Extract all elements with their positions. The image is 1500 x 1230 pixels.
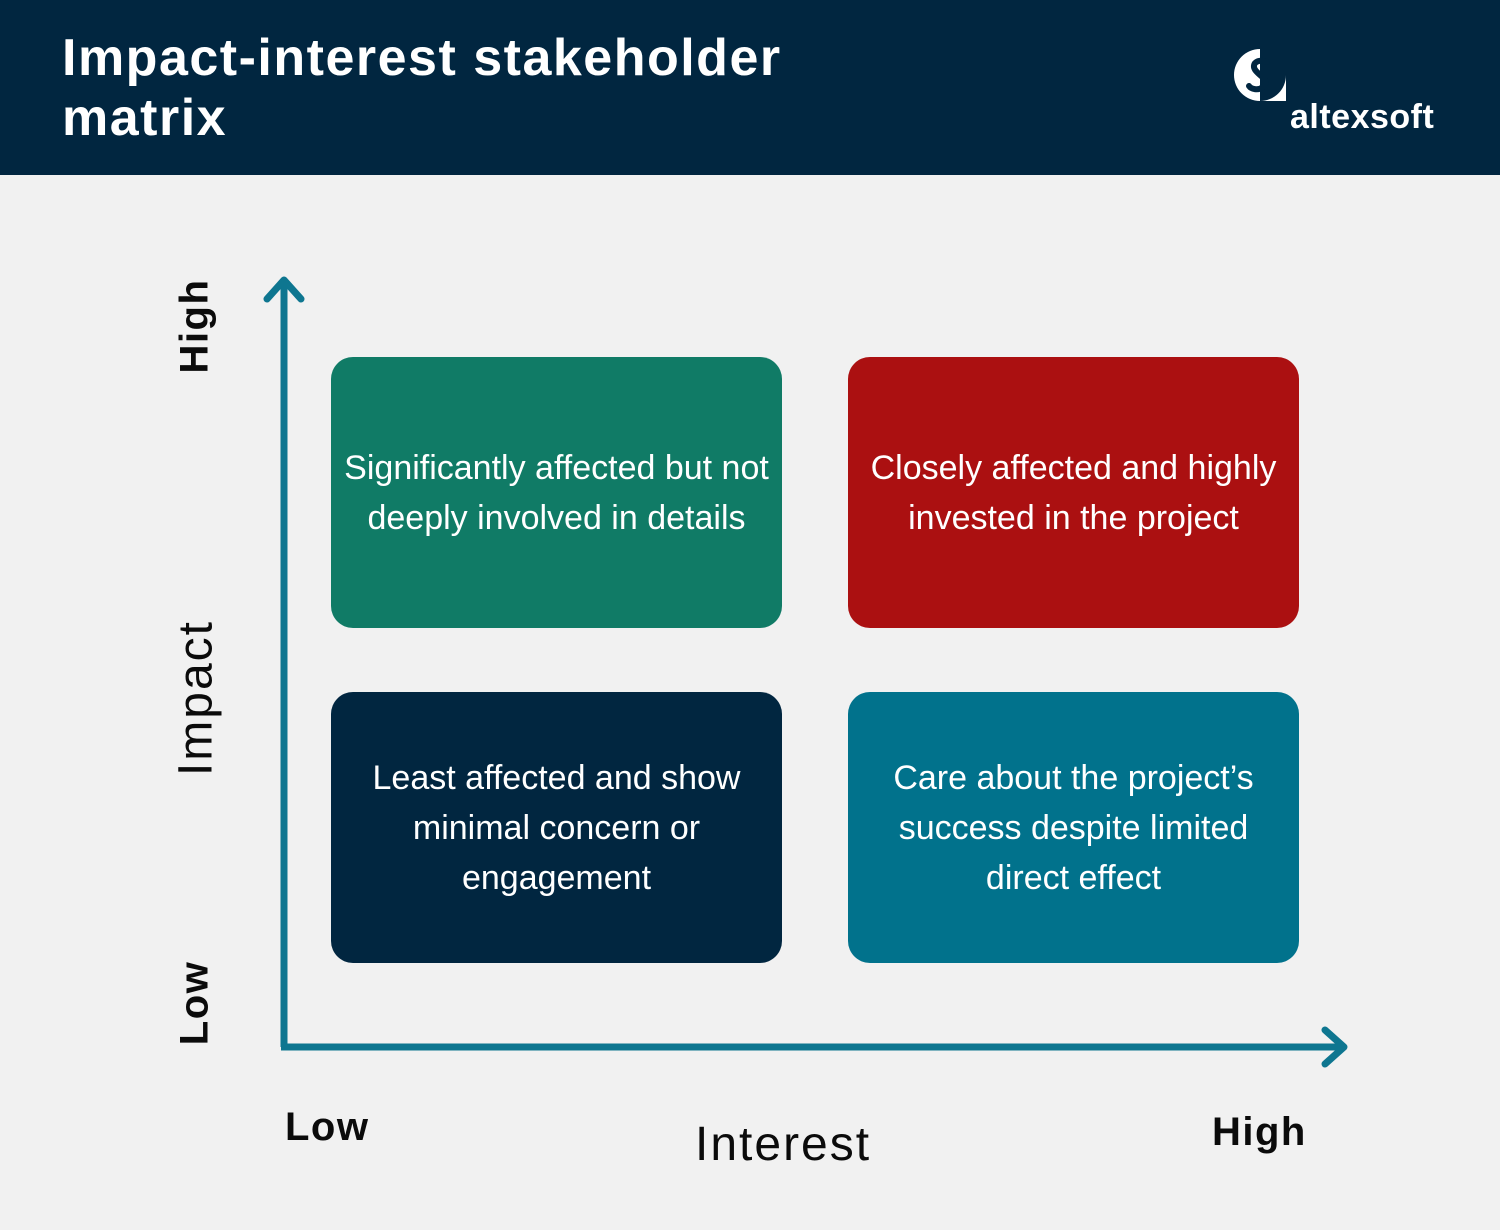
page-title: Impact-interest stakeholder matrix [62,29,782,147]
x-axis-title: Interest [695,1118,872,1171]
quadrant-text: Closely affected and highly invested in … [870,448,1277,537]
altexsoft-logo-icon [1234,49,1286,101]
quadrant-low-impact-low-interest: Least affected and show minimal concern … [331,692,782,963]
quadrant-low-impact-high-interest: Care about the project’s success despite… [848,692,1299,963]
y-axis-low-label: Low [172,960,217,1046]
quadrant-text: Care about the project’s success despite… [893,758,1254,897]
y-axis-high-label: High [172,278,217,374]
quadrant-high-impact-high-interest: Closely affected and highly invested in … [848,357,1299,628]
x-axis-low-label: Low [285,1105,370,1149]
y-axis-title: Impact [169,619,223,777]
quadrant-high-impact-low-interest: Significantly affected but not deeply in… [331,357,782,628]
x-axis-high-label: High [1212,1110,1307,1154]
quadrant-text: Least affected and show minimal concern … [372,758,741,897]
x-axis-arrowhead [1321,1026,1348,1068]
header-banner: Impact-interest stakeholder matrix altex… [0,0,1500,175]
quadrant-text: Significantly affected but not deeply in… [344,448,769,537]
brand-name: altexsoft [1290,98,1435,136]
y-axis-arrowhead [263,276,305,303]
brand-logo: altexsoft [1230,45,1450,140]
